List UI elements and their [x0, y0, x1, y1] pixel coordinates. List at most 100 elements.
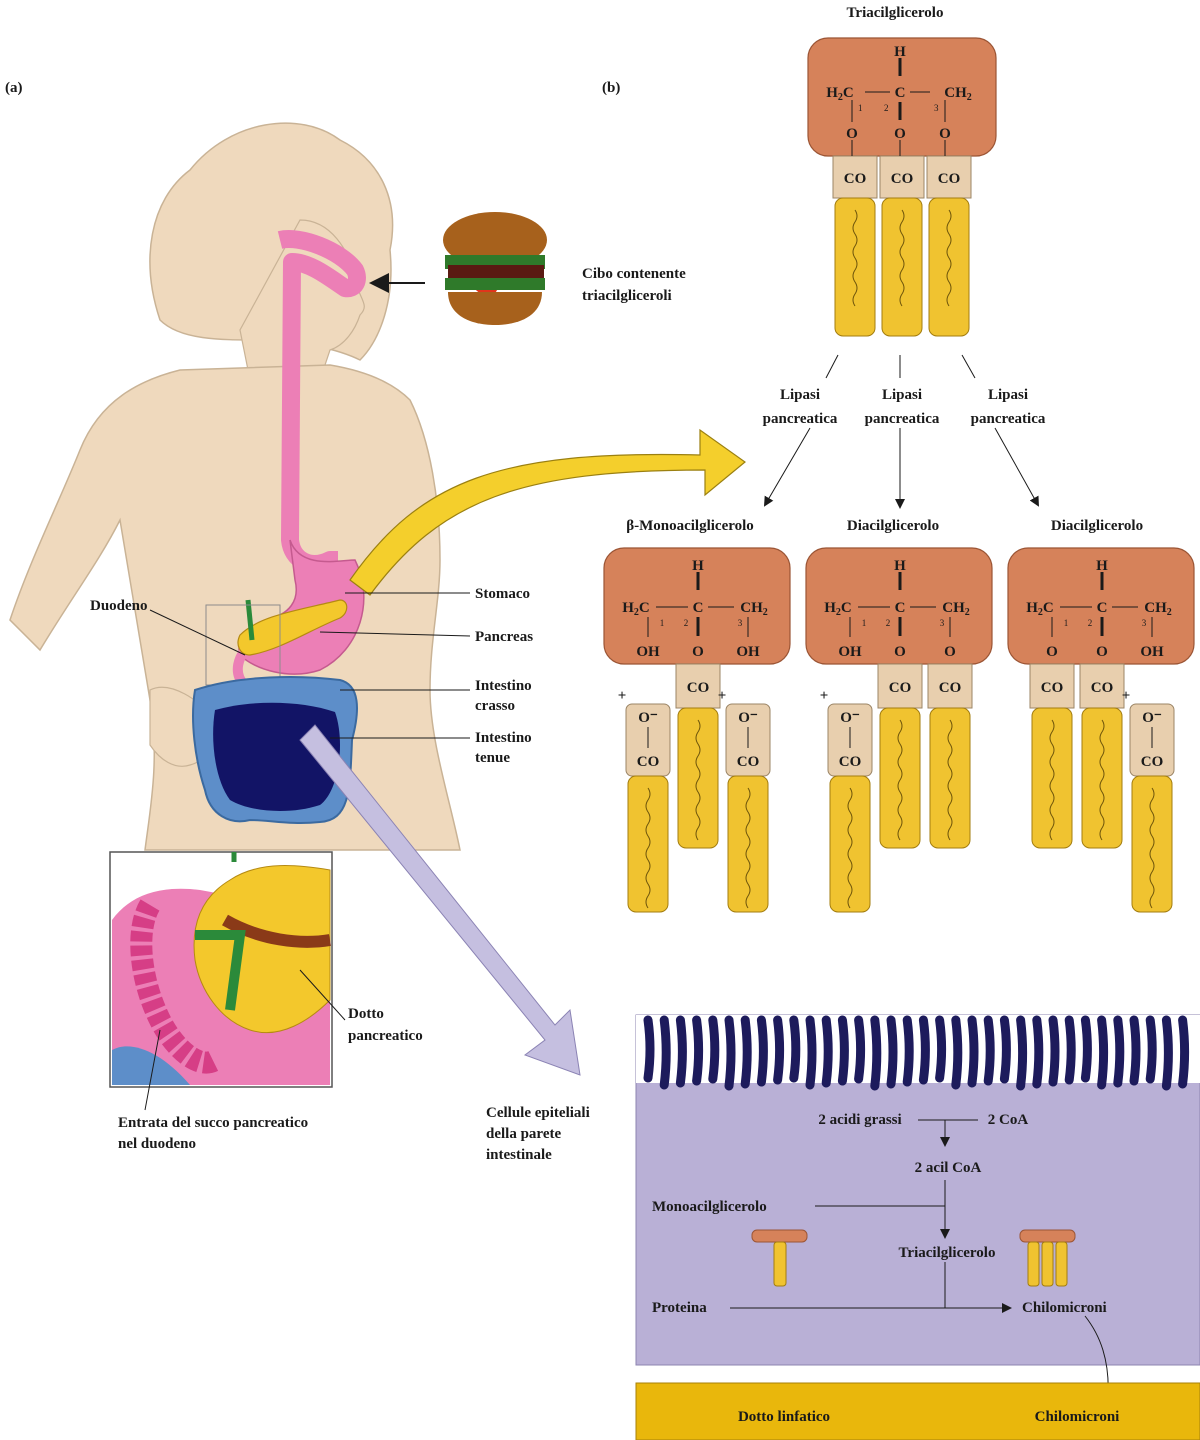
tag-c: C [895, 85, 906, 101]
carboxylate-o: O⁻ [840, 710, 860, 726]
position-2: 2 [684, 618, 689, 628]
o-1: O [846, 126, 858, 142]
proteina-label: Proteina [652, 1300, 707, 1316]
plus-sign: + [618, 688, 627, 704]
microvillus [859, 1020, 861, 1079]
dotto-linfatico-label: Dotto linfatico [738, 1409, 830, 1425]
lipasi-3-line2: pancreatica [971, 411, 1046, 427]
ester-label: CO [889, 680, 912, 696]
microvillus [794, 1020, 796, 1078]
bottom-atom: OH [636, 644, 660, 660]
microvillus [1037, 1020, 1039, 1084]
carboxylate-o: O⁻ [638, 710, 658, 726]
microvillus [729, 1020, 731, 1086]
o-3: O [939, 126, 951, 142]
bottom-atom: O [894, 644, 906, 660]
plus-sign: + [820, 688, 829, 704]
num-2: 2 [884, 103, 889, 113]
position-3: 3 [940, 618, 945, 628]
food-label-line1: Cibo contenente [582, 266, 686, 282]
microvillus [891, 1020, 893, 1084]
product-title-3: Diacilglicerolo [1051, 518, 1143, 534]
microvillus [826, 1020, 828, 1083]
ester-label: CO [687, 680, 710, 696]
microvillus [810, 1020, 812, 1085]
position-1: 1 [862, 618, 867, 628]
mini-triacylglycerol-icon [1020, 1230, 1075, 1286]
free-fatty-acid-chain [1132, 776, 1172, 912]
cellule-label-1: Cellule epiteliali [486, 1105, 590, 1121]
co-1: CO [844, 171, 867, 187]
lipasi-1-line2: pancreatica [763, 411, 838, 427]
bottom-atom: O [692, 644, 704, 660]
carboxylate-co: CO [637, 754, 660, 770]
plus-sign: + [718, 688, 727, 704]
position-2: 2 [886, 618, 891, 628]
carboxylate-co: CO [1141, 754, 1164, 770]
microvillus [1102, 1020, 1104, 1085]
lipasi-2-line2: pancreatica [865, 411, 940, 427]
microvillus [1166, 1020, 1168, 1086]
entrata-label-2: nel duodeno [118, 1136, 196, 1152]
position-1: 1 [660, 618, 665, 628]
duodenum-inset [110, 852, 332, 1087]
stomaco-label: Stomaco [475, 586, 530, 602]
microvillus [907, 1020, 909, 1082]
cellule-label-2: della parete [486, 1126, 561, 1142]
fatty-acid-chain [880, 708, 920, 848]
acil-coa-label: 2 acil CoA [915, 1160, 982, 1176]
carboxylate-co: CO [839, 754, 862, 770]
duodeno-label: Duodeno [90, 598, 148, 614]
product-title-2: Diacilglicerolo [847, 518, 939, 534]
bottom-atom: O [1046, 644, 1058, 660]
microvillus [713, 1020, 715, 1079]
bottom-atom: O [1096, 644, 1108, 660]
lipasi-1-line1: Lipasi [780, 387, 820, 403]
bottom-atom: OH [1140, 644, 1164, 660]
microvillus [778, 1020, 780, 1080]
free-fatty-acid-chain [628, 776, 668, 912]
microvillus [1053, 1020, 1055, 1082]
co-3: CO [938, 171, 961, 187]
carboxylate-o: O⁻ [1142, 710, 1162, 726]
panel-a-label: (a) [5, 80, 23, 96]
atom-h: H [1096, 558, 1108, 574]
microvillus [1069, 1020, 1071, 1080]
fatty-acid-chain [930, 708, 970, 848]
product-molecules: HH2CCCH2123OHOOH+O⁻COCO+O⁻COHH2CCCH2123O… [604, 548, 1194, 912]
chilomicroni-label: Chilomicroni [1022, 1300, 1107, 1316]
microvillus [956, 1020, 958, 1085]
tag-h: H [894, 44, 906, 60]
ester-label: CO [939, 680, 962, 696]
num-3: 3 [934, 103, 939, 113]
microvillus [923, 1020, 925, 1080]
lipasi-2-line1: Lipasi [882, 387, 922, 403]
microvillus [1118, 1020, 1120, 1083]
num-1: 1 [858, 103, 863, 113]
microvillus [680, 1020, 682, 1083]
coa-label: 2 CoA [988, 1112, 1029, 1128]
plus-sign: + [1122, 688, 1131, 704]
bottom-atom: O [944, 644, 956, 660]
triacylglycerol-title: Triacilglicerolo [847, 5, 944, 21]
lymph-chilomicroni-label: Chilomicroni [1035, 1409, 1120, 1425]
microvillus [1150, 1020, 1152, 1079]
atom-c: C [895, 600, 906, 616]
microvillus [745, 1020, 747, 1084]
panel-b-label: (b) [602, 80, 620, 96]
lipasi-3-line1: Lipasi [988, 387, 1028, 403]
microvillus [972, 1020, 974, 1083]
lipase-arrows [765, 355, 1038, 507]
atom-h: H [692, 558, 704, 574]
free-fatty-acid-chain [728, 776, 768, 912]
microvillus [1004, 1020, 1006, 1079]
atom-h: H [894, 558, 906, 574]
o-2: O [894, 126, 906, 142]
microvillus [664, 1020, 666, 1085]
carboxylate-co: CO [737, 754, 760, 770]
monoacilglicerolo-label: Monoacilglicerolo [652, 1199, 767, 1215]
microvillus [648, 1020, 650, 1078]
